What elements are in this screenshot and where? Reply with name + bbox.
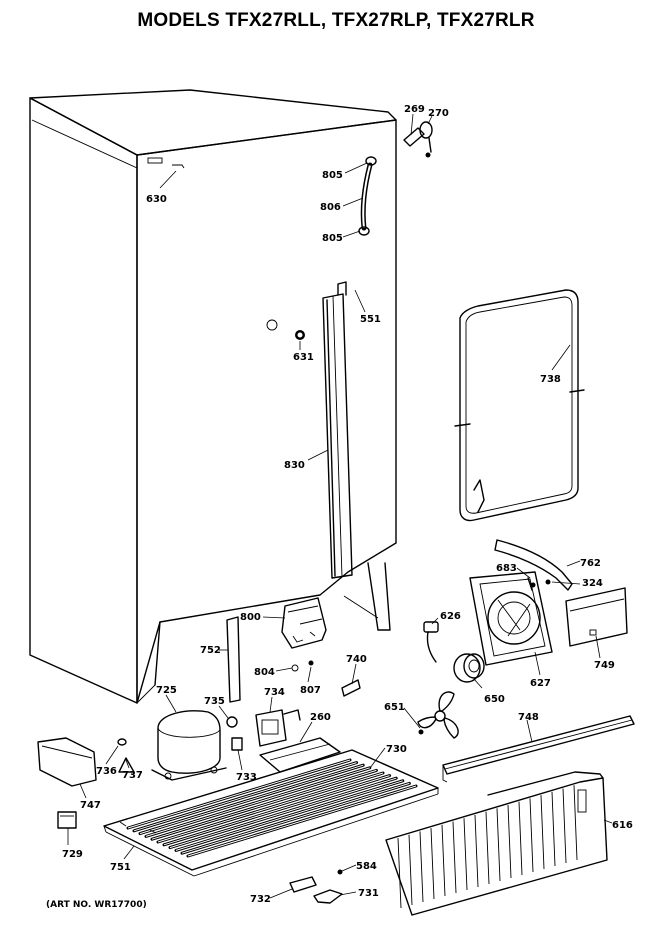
grille-slat	[573, 785, 578, 861]
callout-805-bottom: 805	[322, 233, 343, 244]
grille-slat	[496, 808, 501, 882]
callout-270: 270	[428, 108, 449, 119]
callout-805-top: 805	[322, 170, 343, 181]
grille-slat	[562, 788, 567, 864]
callout-260: 260	[310, 712, 331, 723]
callout-labels: 269 270 805 806 805 630 551 631 738 830 …	[62, 104, 633, 905]
condenser-coil-highlight	[163, 775, 390, 846]
callout-584: 584	[356, 861, 377, 872]
callout-631: 631	[293, 352, 314, 363]
condenser-coil-highlight	[181, 782, 410, 854]
callout-734: 734	[264, 687, 285, 698]
callout-762: 762	[580, 558, 601, 569]
grille-slat	[529, 798, 534, 873]
callout-735: 735	[204, 696, 225, 707]
air-duct	[494, 539, 573, 591]
callout-630: 630	[146, 194, 167, 205]
grille-slat	[474, 814, 479, 888]
condenser-coil-highlight	[187, 785, 417, 857]
grille-slat	[551, 791, 556, 867]
callout-733: 733	[236, 772, 257, 783]
grille-slat	[419, 831, 424, 903]
small-parts	[117, 577, 551, 773]
grille-slat	[463, 818, 468, 891]
grille-slat	[441, 824, 446, 897]
callout-732: 732	[250, 894, 271, 905]
condenser-coil-highlight	[145, 767, 370, 837]
condenser-coil-highlight	[151, 769, 377, 840]
fan-motor	[453, 653, 485, 683]
rail	[442, 715, 635, 783]
grille-slat	[518, 801, 523, 876]
damper-parts	[403, 121, 433, 158]
grille	[385, 771, 608, 916]
callout-737: 737	[122, 770, 143, 781]
grille-slat	[485, 811, 490, 885]
callout-800: 800	[240, 612, 261, 623]
callout-830: 830	[284, 460, 305, 471]
base-pan	[103, 737, 439, 877]
grille-slat	[540, 795, 545, 870]
compressor	[151, 710, 227, 781]
callout-740: 740	[346, 654, 367, 665]
mullion-strip	[322, 281, 353, 579]
callout-751: 751	[110, 862, 131, 873]
callout-752: 752	[200, 645, 221, 656]
cover-plate	[565, 587, 628, 647]
page-title: MODELS TFX27RLL, TFX27RLP, TFX27RLR	[137, 10, 535, 31]
callout-731: 731	[358, 888, 379, 899]
callout-730: 730	[386, 744, 407, 755]
base-hardware	[289, 869, 343, 904]
art-number: (ART NO. WR17700)	[46, 900, 147, 910]
condenser-coil-highlight	[133, 762, 357, 832]
grille-slat	[430, 828, 435, 900]
grille-slat	[397, 837, 402, 909]
callout-749: 749	[594, 660, 615, 671]
condenser-coil-highlight	[127, 759, 351, 829]
callout-269: 269	[404, 104, 425, 115]
callout-747: 747	[80, 800, 101, 811]
thermostat	[423, 621, 439, 663]
callout-804: 804	[254, 667, 275, 678]
condenser-coil-highlight	[169, 777, 397, 849]
grille-slat	[408, 834, 413, 906]
callout-616: 616	[612, 820, 633, 831]
strap	[226, 616, 241, 703]
fan-blade	[417, 691, 459, 739]
callout-324: 324	[582, 578, 603, 589]
callout-736: 736	[96, 766, 117, 777]
callout-626: 626	[440, 611, 461, 622]
callout-807: 807	[300, 685, 321, 696]
refrigerator-cabinet	[29, 89, 397, 704]
callout-683: 683	[496, 563, 517, 574]
callout-551: 551	[360, 314, 381, 325]
callout-650: 650	[484, 694, 505, 705]
door-gasket	[454, 289, 585, 522]
callout-729: 729	[62, 849, 83, 860]
callout-738: 738	[540, 374, 561, 385]
condenser-coil-highlight	[175, 780, 403, 851]
callout-748: 748	[518, 712, 539, 723]
callout-651: 651	[384, 702, 405, 713]
mounting-brackets	[37, 737, 97, 829]
fan-shroud	[469, 571, 553, 666]
callout-806: 806	[320, 202, 341, 213]
tube-assembly	[358, 156, 377, 236]
callout-725: 725	[156, 685, 177, 696]
condenser-coil-highlight	[139, 764, 364, 835]
relay-parts	[226, 709, 301, 751]
control-bracket	[281, 597, 327, 649]
grille-slat	[507, 804, 512, 879]
condenser-coil-highlight	[157, 772, 384, 843]
callout-627: 627	[530, 678, 551, 689]
grille-slat	[452, 821, 457, 894]
